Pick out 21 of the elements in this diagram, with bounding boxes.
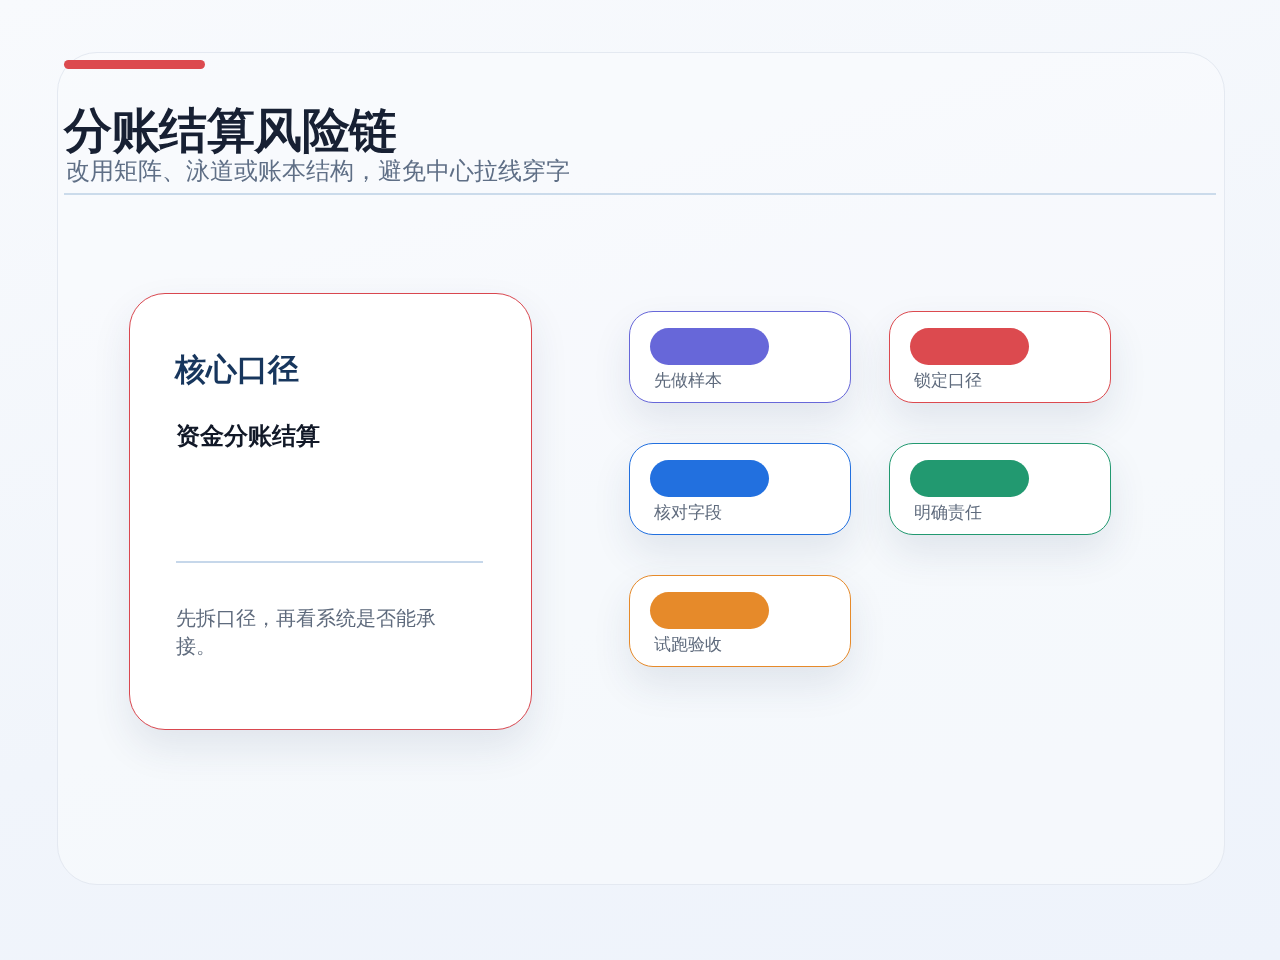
- step-label: 试跑验收: [654, 634, 722, 655]
- step-label: 明确责任: [914, 502, 982, 523]
- subtitle: 改用矩阵、泳道或账本结构，避免中心拉线穿字: [66, 157, 570, 186]
- step-card: [629, 575, 851, 667]
- pill-bar: [910, 460, 1029, 497]
- step-card: [629, 443, 851, 535]
- card-subheading: 资金分账结算: [176, 422, 320, 451]
- card-heading: 核心口径: [175, 351, 299, 389]
- step-label: 锁定口径: [914, 370, 982, 391]
- pill-bar: [910, 328, 1029, 365]
- step-card: [889, 443, 1111, 535]
- pill-bar: [650, 592, 769, 629]
- title: 分账结算风险链: [64, 102, 397, 158]
- pill-bar: [650, 460, 769, 497]
- card-text: 先拆口径，再看系统是否能承接。: [176, 605, 437, 660]
- step-label: 先做样本: [654, 370, 722, 391]
- pill-bar: [650, 328, 769, 365]
- step-card: [629, 311, 851, 403]
- step-card: [889, 311, 1111, 403]
- info-card: [129, 293, 532, 730]
- step-label: 核对字段: [654, 502, 722, 523]
